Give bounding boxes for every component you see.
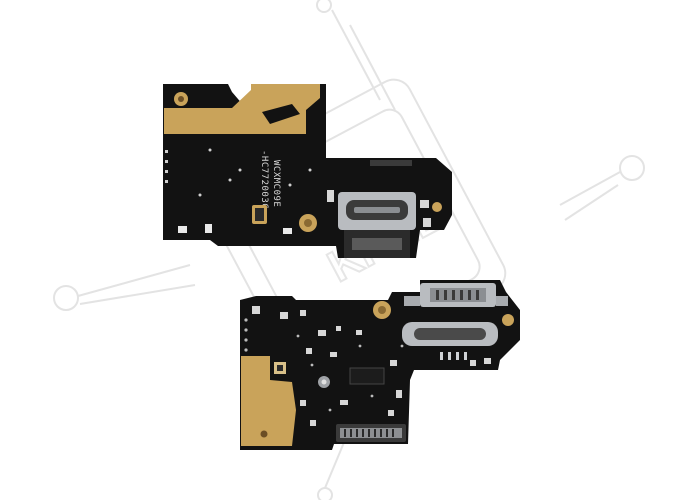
- top-board-copper-notch: [262, 104, 300, 124]
- bottom-board-usb-c-port: [402, 283, 508, 360]
- top-board-usb-c-port: [338, 192, 416, 258]
- bottom-board-copper-pad: [241, 356, 296, 446]
- top-board-silk-1: WCXMC09E: [271, 160, 281, 207]
- bottom-board-btb-connector: [336, 424, 406, 442]
- top-board-silk-2: -HC772003C: [259, 150, 269, 209]
- top-board-copper-pad: [164, 84, 320, 134]
- top-board: WCXMC09E -HC772003C: [163, 84, 452, 258]
- bottom-board: [240, 280, 520, 450]
